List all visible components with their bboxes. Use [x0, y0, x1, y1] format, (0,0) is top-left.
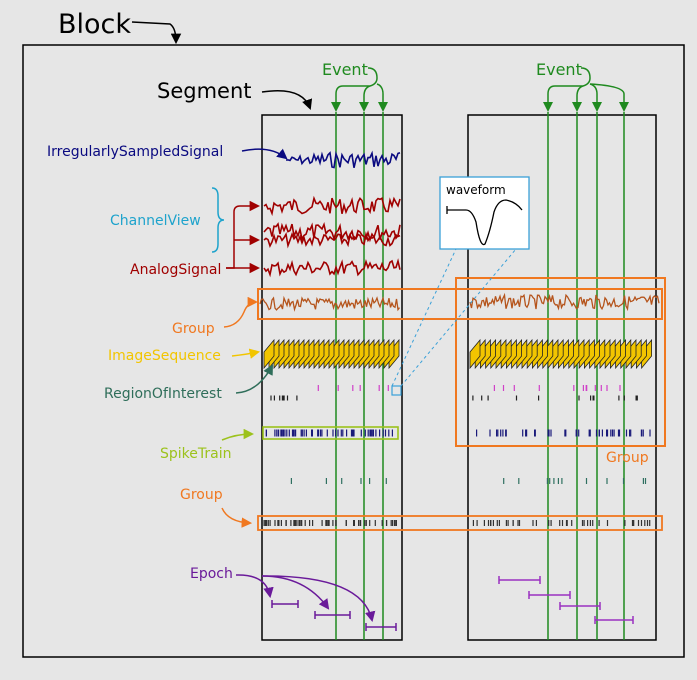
group-spikes-arrow: [221, 507, 253, 528]
analog-trace-2: [263, 221, 401, 243]
epoch-bar-right-4: [594, 616, 634, 624]
waveform-label: waveform: [446, 183, 506, 197]
spiketrain-label: SpikeTrain: [160, 446, 231, 462]
block-box: [22, 44, 685, 658]
spiketrain-ticks-left: [265, 429, 393, 437]
event-label-left: Event: [322, 60, 368, 79]
image-frame: [469, 338, 481, 370]
group-spikes-box: [257, 515, 663, 531]
block-arrow: [131, 21, 182, 45]
epoch-arrow-1: [235, 574, 274, 599]
imagesequence-label: ImageSequence: [108, 348, 221, 364]
spike-row-teal-right: [503, 478, 647, 484]
image-frame: [263, 338, 275, 370]
irregular-signal-arrow: [241, 148, 288, 160]
analog-trace-4: [263, 258, 401, 278]
segment-arrow: [261, 90, 313, 110]
roi-box: [391, 385, 402, 396]
roi-label: RegionOfInterest: [104, 386, 222, 402]
channelview-label: ChannelView: [110, 213, 201, 229]
group-spikes-ticks-right: [472, 520, 651, 526]
imagesequence-frames-left: [263, 338, 400, 370]
spiketrain-ticks-right: [476, 429, 651, 437]
waveform-trace: [446, 199, 523, 246]
group-spikes-ticks-left: [263, 520, 397, 526]
analog-trace-1: [263, 195, 401, 217]
epoch-bar-right-1: [498, 576, 541, 584]
waveform-leader-2: [400, 248, 517, 387]
epoch-arrow-3: [261, 575, 376, 623]
group-signal-trace-left: [259, 295, 401, 312]
epoch-bar-right-2: [528, 591, 571, 599]
segment-label: Segment: [157, 79, 252, 103]
group-signal-trace-right: [469, 292, 660, 312]
group-signal-label: Group: [172, 321, 215, 337]
spike-row-pink-right: [493, 385, 621, 391]
irregular-signal-trace: [285, 150, 401, 169]
waveform-leader-1: [391, 248, 457, 387]
event-brace-right: [547, 67, 625, 104]
epoch-bar-right-3: [559, 602, 601, 610]
analogsignal-label: AnalogSignal: [130, 262, 221, 278]
segment-box-right: [467, 114, 657, 641]
event-arrowheads-left: [331, 102, 388, 112]
imagesequence-arrow: [231, 348, 261, 359]
roi-arrow: [235, 364, 273, 394]
segment-box-left: [261, 114, 403, 641]
event-brace-left: [335, 67, 384, 104]
spike-row-teal-left: [290, 478, 387, 484]
spiketrain-arrow: [221, 428, 255, 441]
epoch-bar-left-1: [271, 600, 299, 608]
group-signal-arrow: [223, 296, 259, 328]
event-label-right: Event: [536, 60, 582, 79]
epoch-bar-left-3: [365, 623, 397, 631]
spike-row-pink-left: [317, 385, 389, 391]
group-right-box: [455, 277, 666, 447]
epoch-label: Epoch: [190, 566, 233, 582]
channelview-brace: [211, 187, 225, 253]
analogsignal-arrow-1: [226, 200, 261, 269]
irregular-signal-label: IrregularlySampledSignal: [47, 144, 223, 160]
event-arrowheads-right: [543, 102, 629, 112]
spiketrain-box: [262, 426, 399, 440]
analog-trace-3: [263, 231, 401, 249]
group-spikes-label: Group: [180, 487, 223, 503]
spike-row-black-left: [270, 395, 298, 401]
group-right-label: Group: [606, 450, 649, 466]
epoch-bar-left-2: [314, 611, 351, 619]
imagesequence-frames-right: [469, 338, 652, 370]
group-signal-box: [257, 288, 663, 320]
spike-row-black-right: [472, 395, 638, 401]
waveform-box: [439, 176, 530, 250]
block-label: Block: [58, 9, 131, 40]
